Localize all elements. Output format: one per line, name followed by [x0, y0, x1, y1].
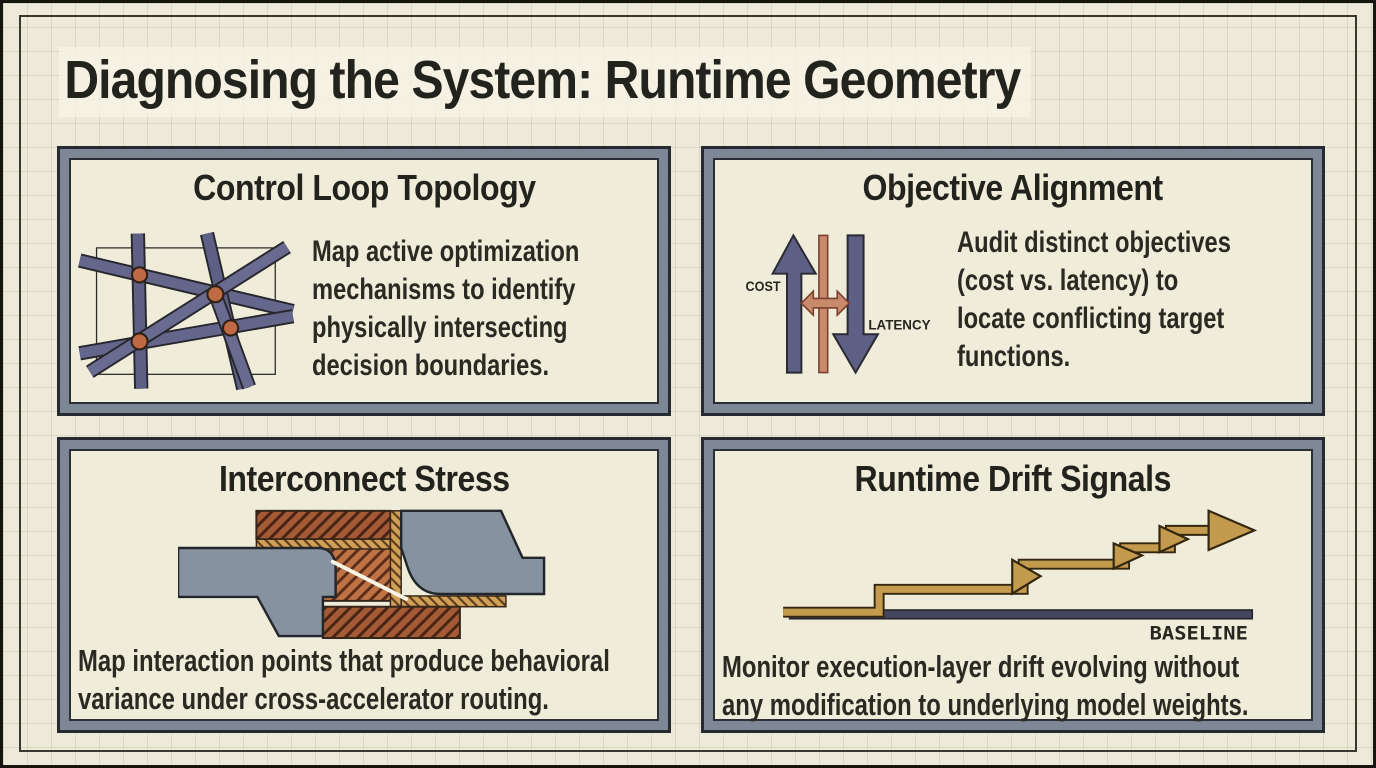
- lower-section: [321, 605, 461, 640]
- objectives-diagram: COST LATENCY: [746, 233, 931, 375]
- panel-body-text: Map interaction points that produce beha…: [78, 643, 610, 716]
- gasket-bottom: [400, 595, 507, 608]
- panel-content: Map active optimization mechanisms to id…: [78, 211, 650, 407]
- panel-body-text: Audit distinct objectives (cost vs. late…: [957, 226, 1232, 373]
- topology-intersection-nodes: [130, 266, 240, 351]
- tradeoff-double-arrow: [800, 289, 851, 318]
- panel-body-text: Map active optimization mechanisms to id…: [311, 235, 579, 382]
- upper-section: [255, 509, 392, 541]
- panel-interconnect-stress: Interconnect Stress: [57, 437, 671, 733]
- cost-up-arrow: [770, 233, 818, 374]
- topology-diagram: [78, 231, 295, 391]
- panel-control-loop-topology: Control Loop Topology: [57, 146, 671, 416]
- panel-title: Control Loop Topology: [192, 167, 536, 208]
- stress-crack-line: [330, 559, 409, 601]
- baseline-label: BASELINE: [1150, 623, 1248, 644]
- panel-runtime-drift-signals: Runtime Drift Signals BASELINE Monitor e…: [701, 437, 1325, 733]
- panel-title: Runtime Drift Signals: [854, 458, 1172, 499]
- panel-content: COST LATENCY Audit distinct objectives (…: [722, 211, 1304, 389]
- panel-title: Objective Alignment: [862, 167, 1164, 208]
- panel-body-text: Monitor execution-layer drift evolving w…: [722, 649, 1249, 722]
- left-flange: [178, 546, 337, 638]
- drift-staircase-diagram: BASELINE: [783, 509, 1258, 644]
- page-title: Diagnosing the System: Runtime Geometry: [59, 47, 1151, 117]
- right-flange: [399, 509, 546, 596]
- drift-final-arrowhead: [1207, 509, 1258, 552]
- drift-step-line: [783, 524, 1211, 618]
- cross-section-diagram: [178, 509, 546, 640]
- topology-bars: [78, 231, 295, 391]
- drift-step-arrowheads: [1011, 524, 1191, 596]
- panel-title: Interconnect Stress: [218, 458, 510, 499]
- latency-down-arrow: [831, 234, 880, 375]
- panel-objective-alignment: Objective Alignment COST LATENCY Audit d…: [701, 146, 1325, 416]
- latency-label: LATENCY: [868, 318, 930, 333]
- cost-label: COST: [746, 279, 782, 294]
